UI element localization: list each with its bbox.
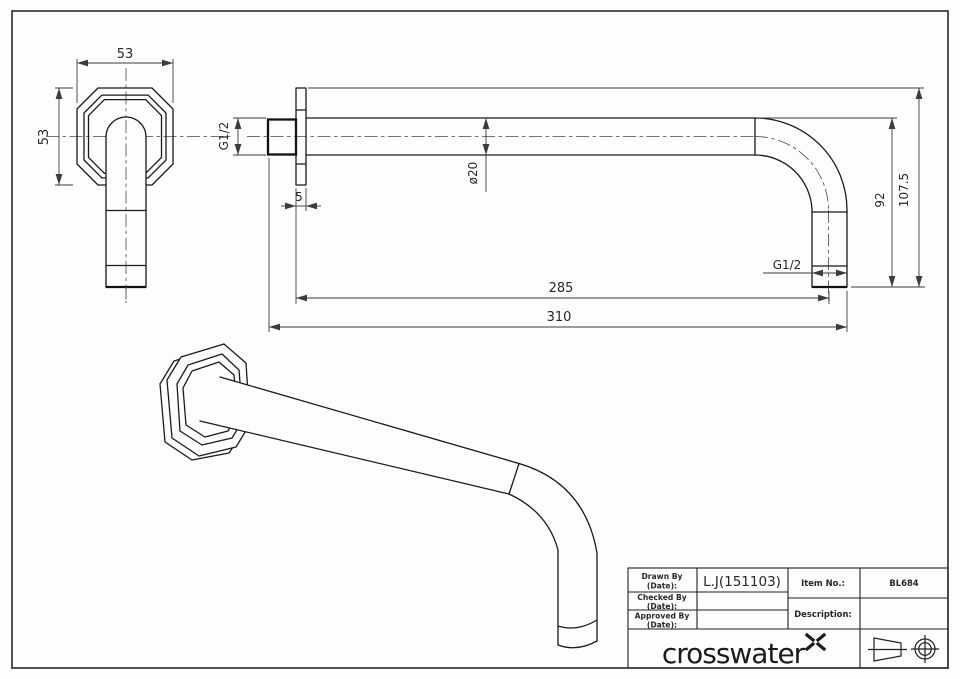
item-no-label: Item No.: — [801, 578, 845, 588]
iso-tube-top-edge — [219, 376, 520, 465]
length-to-outlet-dimension: 285 — [549, 281, 574, 296]
drop-height-dimension: 92 — [873, 192, 887, 207]
iso-tube-bottom-edge — [199, 420, 510, 495]
side-view: G1/2 ø20 5 285 310 G1/2 92 107.5 — [217, 87, 925, 332]
projection-circles-icon — [911, 635, 939, 663]
iso-outlet-ring-seam — [557, 619, 598, 629]
iso-bend-inner-curve — [508, 493, 559, 551]
checked-by-label: Checked By — [637, 593, 686, 602]
sheet-border-frame — [11, 10, 949, 669]
outlet-thread-dimension: G1/2 — [773, 258, 802, 272]
drawn-by-label: Drawn By — [642, 572, 683, 581]
checked-by-date-label: (Date): — [647, 602, 677, 611]
approved-by-date-label: (Date): — [647, 621, 677, 630]
front-plate-outer-octagon — [76, 87, 174, 186]
item-no-value: BL684 — [889, 578, 918, 588]
crosswater-x-icon — [804, 632, 827, 652]
drawn-by-value: L.J(151103) — [703, 574, 781, 590]
inlet-thread-dimension: G1/2 — [217, 122, 231, 151]
iso-plate-bevel — [176, 353, 244, 446]
side-bend-inner-arc — [754, 154, 813, 211]
side-bend-outer-arc — [754, 117, 848, 211]
overall-length-dimension: 310 — [547, 310, 572, 325]
isometric-view — [159, 343, 598, 649]
front-width-dimension: 53 — [117, 47, 134, 62]
flange-thickness-dimension: 5 — [295, 190, 303, 204]
overall-height-dimension: 107.5 — [897, 173, 911, 207]
side-bend-centerline — [754, 136, 829, 211]
title-block: Drawn By (Date): L.J(151103) Checked By … — [627, 567, 949, 670]
drawn-by-date-label: (Date): — [647, 582, 677, 591]
crosswater-logo-text: crosswater — [662, 637, 806, 670]
iso-outlet-bottom-cap — [557, 640, 598, 649]
description-label: Description: — [794, 609, 852, 619]
iso-bend-seam — [508, 462, 520, 495]
front-plate-bevel-octagon — [83, 94, 167, 179]
projection-cone-icon — [868, 637, 907, 662]
front-view: 53 53 — [37, 47, 234, 303]
tube-diameter-dimension: ø20 — [466, 162, 480, 185]
front-height-dimension: 53 — [37, 129, 52, 146]
iso-arm-silhouette — [200, 377, 597, 648]
side-inlet-nipple — [266, 118, 298, 156]
iso-bend-outer-curve — [518, 462, 598, 554]
approved-by-label: Approved By — [635, 612, 690, 621]
iso-plate-inner-ring — [182, 361, 238, 438]
